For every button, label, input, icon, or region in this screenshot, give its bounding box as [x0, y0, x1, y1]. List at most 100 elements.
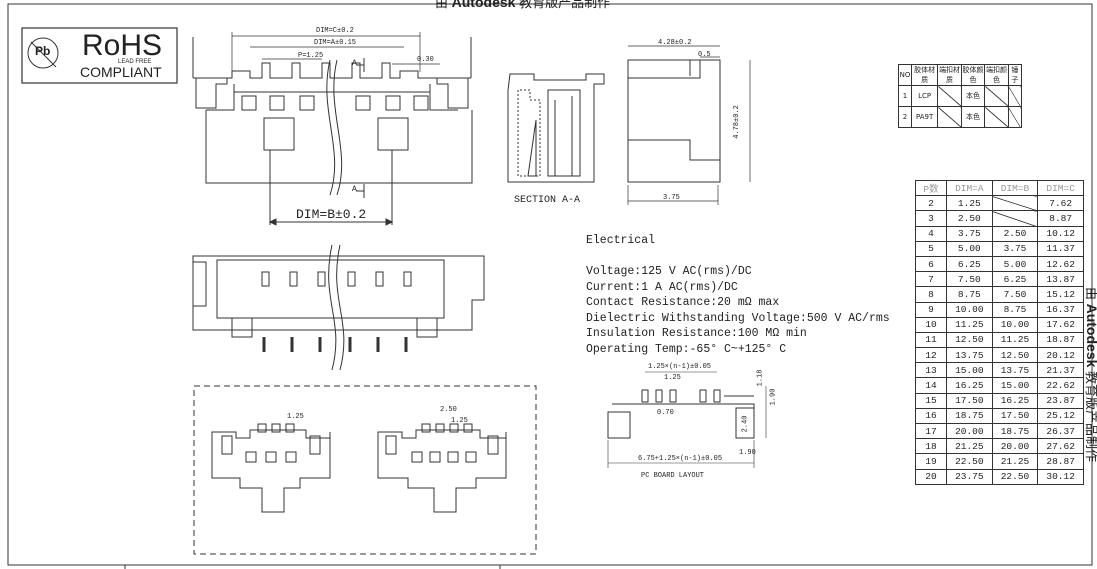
dim-cell-a: 8.75 [946, 286, 993, 303]
materials-row: 2 PA9T 本色 [898, 106, 1023, 128]
mat-blank [984, 106, 1009, 128]
electrical-specs: Voltage:125 V AC(rms)/DC Current:1 A AC(… [586, 264, 890, 357]
dim-cell-p: 8 [915, 286, 947, 303]
dim-cell-c: 23.87 [1037, 392, 1084, 409]
mat-blank [984, 85, 1009, 107]
top-dim-lines [231, 32, 440, 72]
dim-cell-b: 16.25 [991, 392, 1039, 409]
dim-cell-b: 3.75 [991, 240, 1039, 257]
dim-cell-b: 15.00 [991, 377, 1039, 394]
side-slot-label: 0.5 [698, 51, 711, 59]
dim-cell-p: 7 [915, 271, 947, 288]
dim-c-label: DIM=C±0.2 [316, 27, 354, 35]
section-mark-top: A [352, 59, 357, 68]
pcb-title: PC BOARD LAYOUT [641, 472, 705, 480]
mat-material: PA9T [910, 106, 939, 128]
dim-cell-a: 6.25 [946, 255, 993, 273]
dim-cell-a: 12.50 [946, 331, 993, 349]
dim-cell-a: 13.75 [946, 347, 993, 364]
dim-cell-b: 11.25 [991, 331, 1039, 349]
rohs-mark-label: Pb [35, 44, 51, 58]
dim-cell-p: 19 [915, 453, 947, 470]
dim-cell-a: 20.00 [946, 422, 993, 440]
dim-header-b: DIM=B [991, 179, 1039, 197]
dim-cell-b [991, 195, 1039, 212]
dim-cell-c: 15.12 [1037, 286, 1084, 303]
dim-cell-c: 11.37 [1037, 240, 1084, 257]
dim-cell-a: 10.00 [946, 301, 993, 318]
dim-cell-p: 17 [915, 422, 947, 440]
section-title: SECTION A-A [514, 195, 581, 206]
dim-cell-p: 13 [915, 362, 947, 379]
watermark-prefix: 由 [1084, 287, 1097, 300]
mat-blank [1007, 106, 1023, 128]
dim-cell-b: 13.75 [991, 362, 1039, 379]
mat-header-body-color: 胶体颜色 [960, 64, 986, 86]
electrical-heading: Electrical [586, 234, 656, 247]
mat-header-terminal-color: 端扣颜色 [984, 64, 1009, 86]
mat-header-hammer: 锤子 [1007, 64, 1023, 86]
dim-cell-c: 7.62 [1037, 195, 1084, 212]
materials-table: NO 胶体材质 端扣材质 胶体颜色 端扣颜色 锤子 1 LCP 本色 2 PA9… [898, 64, 1023, 128]
dim-cell-c: 20.12 [1037, 347, 1084, 364]
dim-cell-a: 11.25 [946, 316, 993, 333]
dim-cell-a: 7.50 [946, 271, 993, 288]
pcb-pad: 0.70 [657, 409, 674, 417]
spec-dielectric: Dielectric Withstanding Voltage:500 V AC… [586, 311, 890, 325]
watermark-prefix: 由 [435, 0, 449, 10]
dim-cell-c: 28.87 [1037, 453, 1084, 470]
pcb-h2: 1.90 [769, 388, 778, 406]
dim-cell-c: 13.87 [1037, 271, 1084, 288]
watermark-brand: Autodesk [1084, 303, 1097, 368]
dim-cell-b: 5.00 [991, 255, 1039, 273]
dim-cell-c: 16.37 [1037, 301, 1084, 318]
spec-insulation: Insulation Resistance:100 MΩ min [586, 327, 807, 340]
dim-cell-c: 27.62 [1037, 438, 1084, 455]
dim-cell-b: 2.50 [991, 225, 1039, 242]
spec-voltage: Voltage:125 V AC(rms)/DC [586, 265, 752, 278]
dim-cell-b: 7.50 [991, 286, 1039, 303]
materials-row: 1 LCP 本色 [898, 85, 1023, 107]
mat-material: LCP [910, 85, 939, 107]
mat-blank [937, 106, 962, 128]
dim-cell-p: 12 [915, 347, 947, 364]
mat-color: 本色 [960, 85, 986, 107]
dim-cell-p: 6 [915, 255, 947, 273]
spec-operating-temp: Operating Temp:-65° C~+125° C [586, 342, 787, 356]
watermark-suffix: 教育版产品制作 [519, 0, 611, 10]
dim-cell-c: 26.37 [1037, 422, 1084, 440]
pcb-h1: 1.18 [756, 369, 765, 387]
mat-header-terminal-material: 端扣材质 [937, 64, 962, 86]
spec-contact-resistance: Contact Resistance:20 mΩ max [586, 296, 780, 309]
dim-cell-b: 12.50 [991, 347, 1039, 364]
pcb-layout-drawing [607, 371, 767, 468]
pcb-pitch: 1.25 [664, 374, 681, 382]
dim-cell-p: 18 [915, 438, 947, 455]
dim-cell-p: 2 [915, 195, 947, 212]
watermark-top: 由 Autodesk 教育版产品制作 [435, 0, 610, 11]
rohs-box [21, 27, 178, 84]
front-view [192, 244, 485, 371]
rohs-subtitle: COMPLIANT [80, 64, 162, 80]
dim-cell-b: 6.25 [991, 271, 1039, 288]
mat-color: 本色 [960, 106, 986, 128]
rohs-title: RoHS [82, 29, 163, 62]
mat-no: 2 [898, 106, 912, 128]
dim-cell-a: 23.75 [946, 468, 993, 485]
dim-cell-c: 17.62 [1037, 316, 1084, 333]
dim-cell-a: 22.50 [946, 453, 993, 470]
